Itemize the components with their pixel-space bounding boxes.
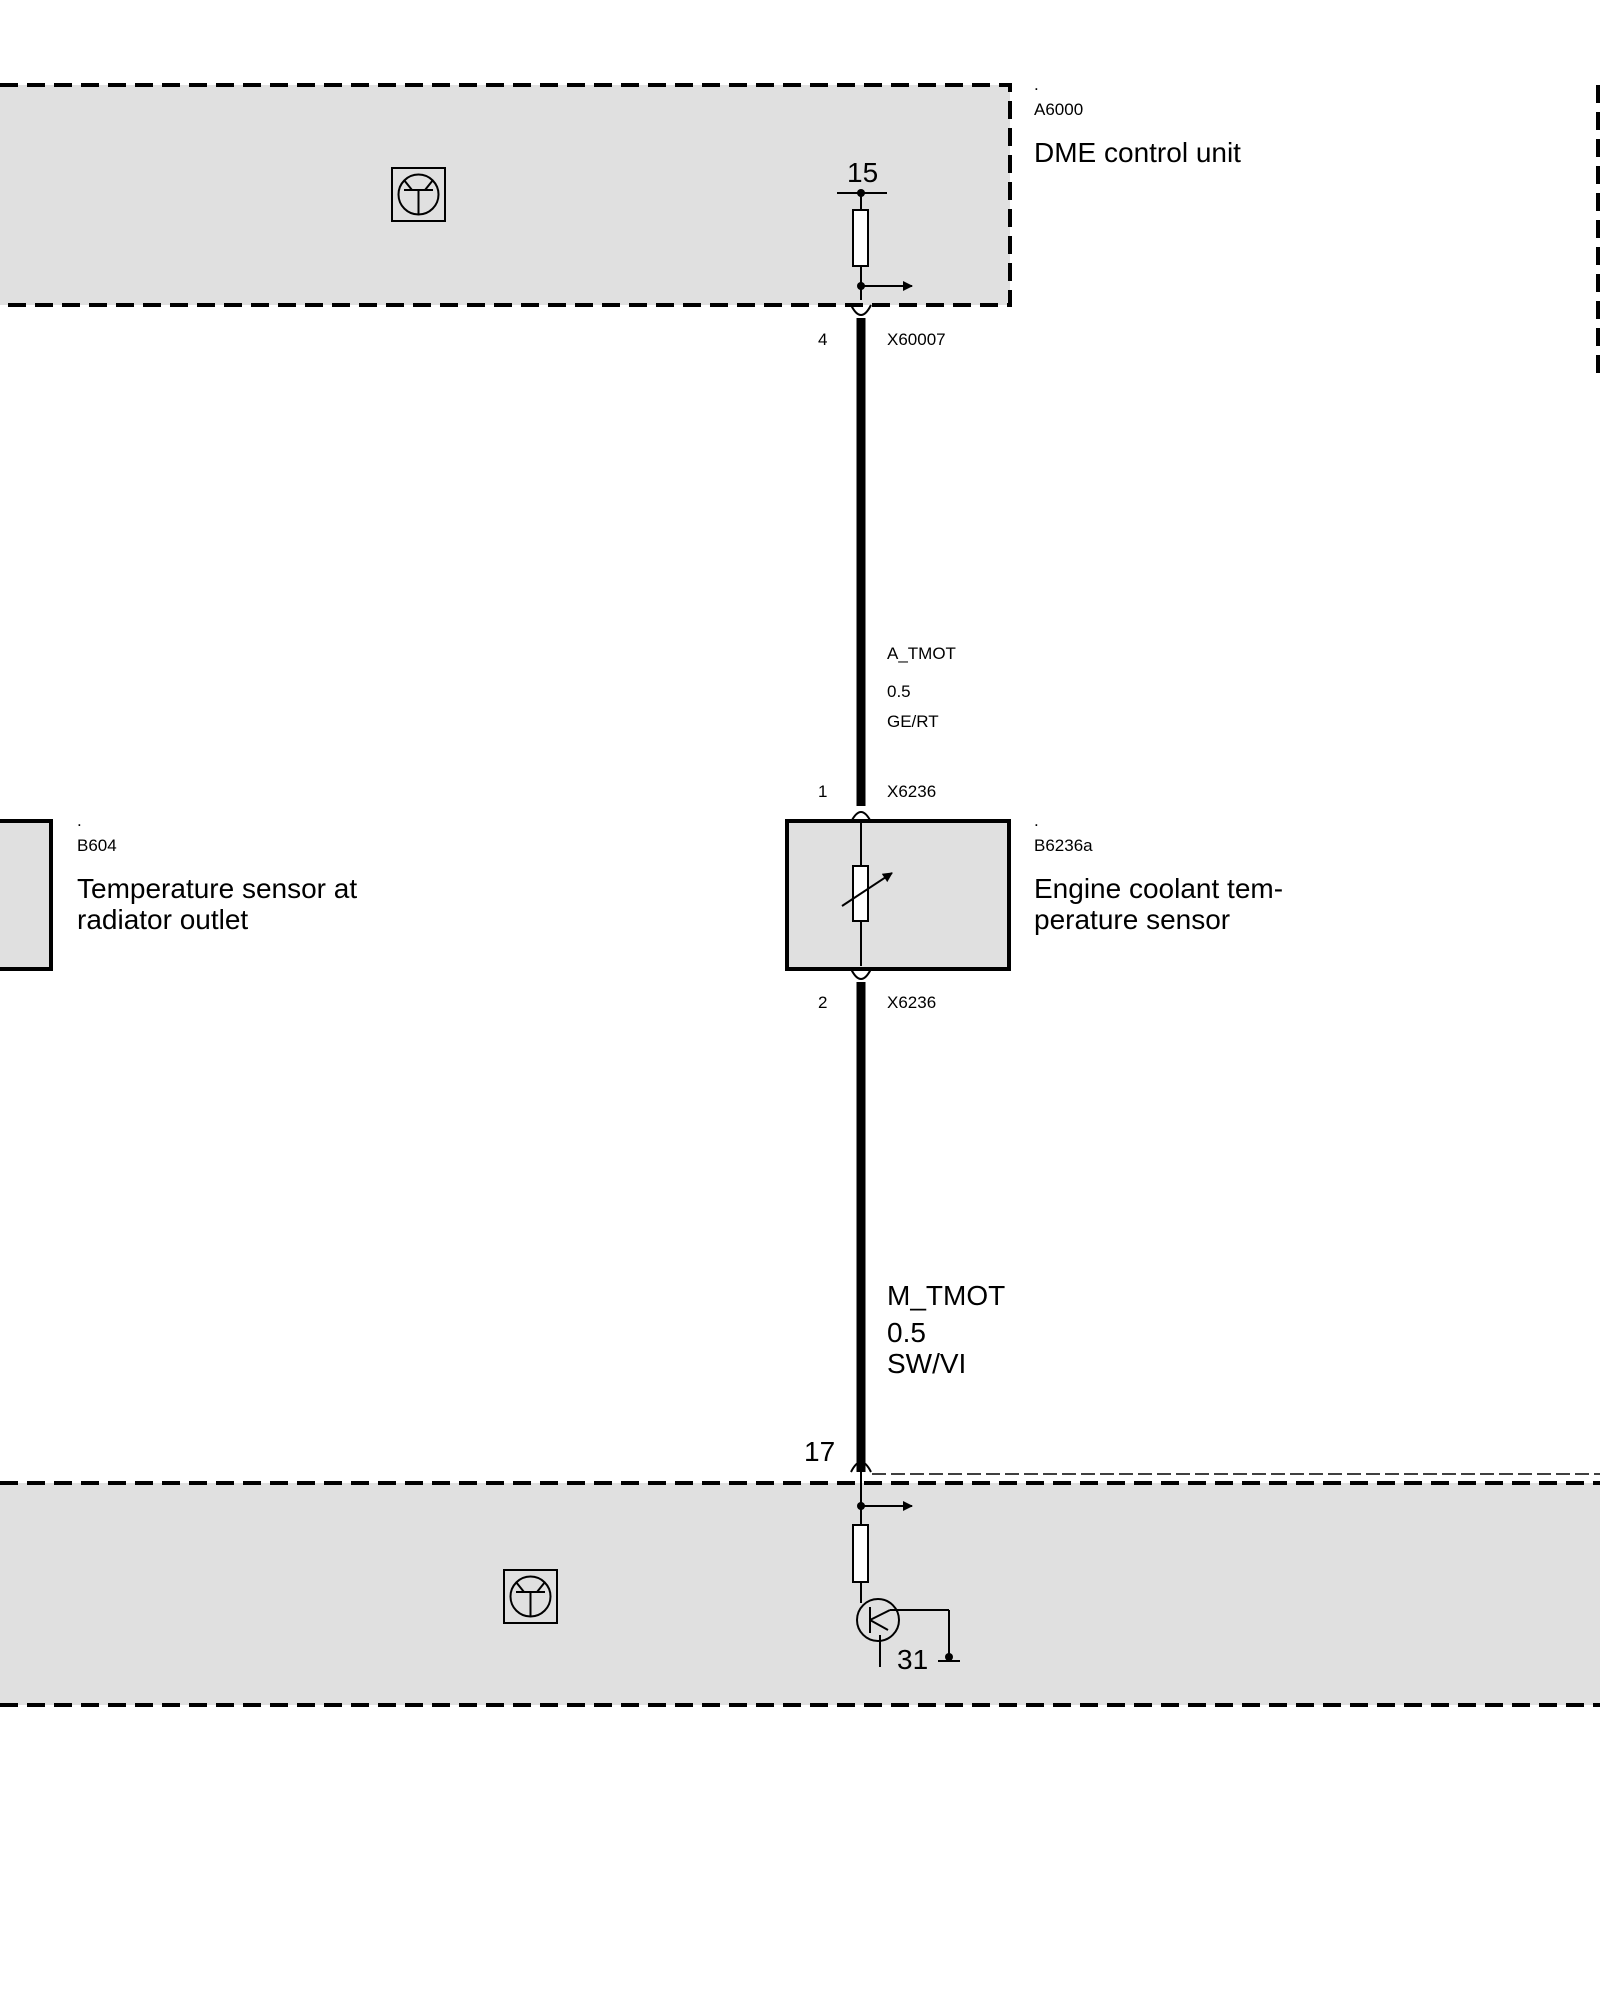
connector-x6236-pin1: 1 (818, 782, 827, 801)
ground-symbol-icon (391, 167, 446, 222)
wire-a-tmot-gauge: 0.5 (887, 682, 911, 701)
wire-m-tmot-signal: M_TMOT (887, 1280, 1005, 1311)
b6236a-sensor-box[interactable] (785, 819, 1011, 971)
terminal-15-label: 15 (847, 157, 878, 188)
dme-top-internal-circuit (837, 189, 913, 300)
dme-control-unit-title: DME control unit (1034, 137, 1241, 168)
dme-bottom-internal-circuit (852, 1472, 960, 1667)
b6236a-id: B6236a (1034, 836, 1093, 855)
dme-control-unit-bottom[interactable] (0, 1473, 1600, 1707)
b6236a-name-line1: Engine coolant tem- (1034, 873, 1283, 904)
connector-x60007-symbol (850, 304, 872, 316)
b6236a-name-line2: perature sensor (1034, 904, 1230, 935)
connector-x6236-name2: X6236 (887, 993, 936, 1012)
a6000-dot: . (1034, 75, 1039, 94)
ground-symbol-icon (503, 1569, 558, 1624)
connector-x6236-pin2: 2 (818, 993, 827, 1012)
dme-control-unit-top[interactable] (0, 83, 1012, 307)
wire-m-tmot-color: SW/VI (887, 1348, 966, 1379)
wire-m-tmot-gauge: 0.5 (887, 1317, 926, 1348)
connector-x6236-name1: X6236 (887, 782, 936, 801)
b604-component-box[interactable] (0, 819, 53, 971)
connector-x60007-pin: 4 (818, 330, 827, 349)
b604-dot: . (77, 811, 82, 830)
wire-a-tmot-signal: A_TMOT (887, 644, 956, 663)
connector-x6236-pin2-symbol (850, 968, 872, 980)
wire-a-tmot-color: GE/RT (887, 712, 939, 731)
connector-x60007-name: X60007 (887, 330, 946, 349)
b604-name-line2: radiator outlet (77, 904, 248, 935)
connector-bottom-symbol (850, 1461, 872, 1473)
b604-name-line1: Temperature sensor at (77, 873, 357, 904)
a6000-id: A6000 (1034, 100, 1083, 119)
terminal-31-label: 31 (897, 1644, 928, 1675)
terminal-17-label: 17 (804, 1436, 835, 1467)
b604-id: B604 (77, 836, 117, 855)
b6236a-dot: . (1034, 811, 1039, 830)
